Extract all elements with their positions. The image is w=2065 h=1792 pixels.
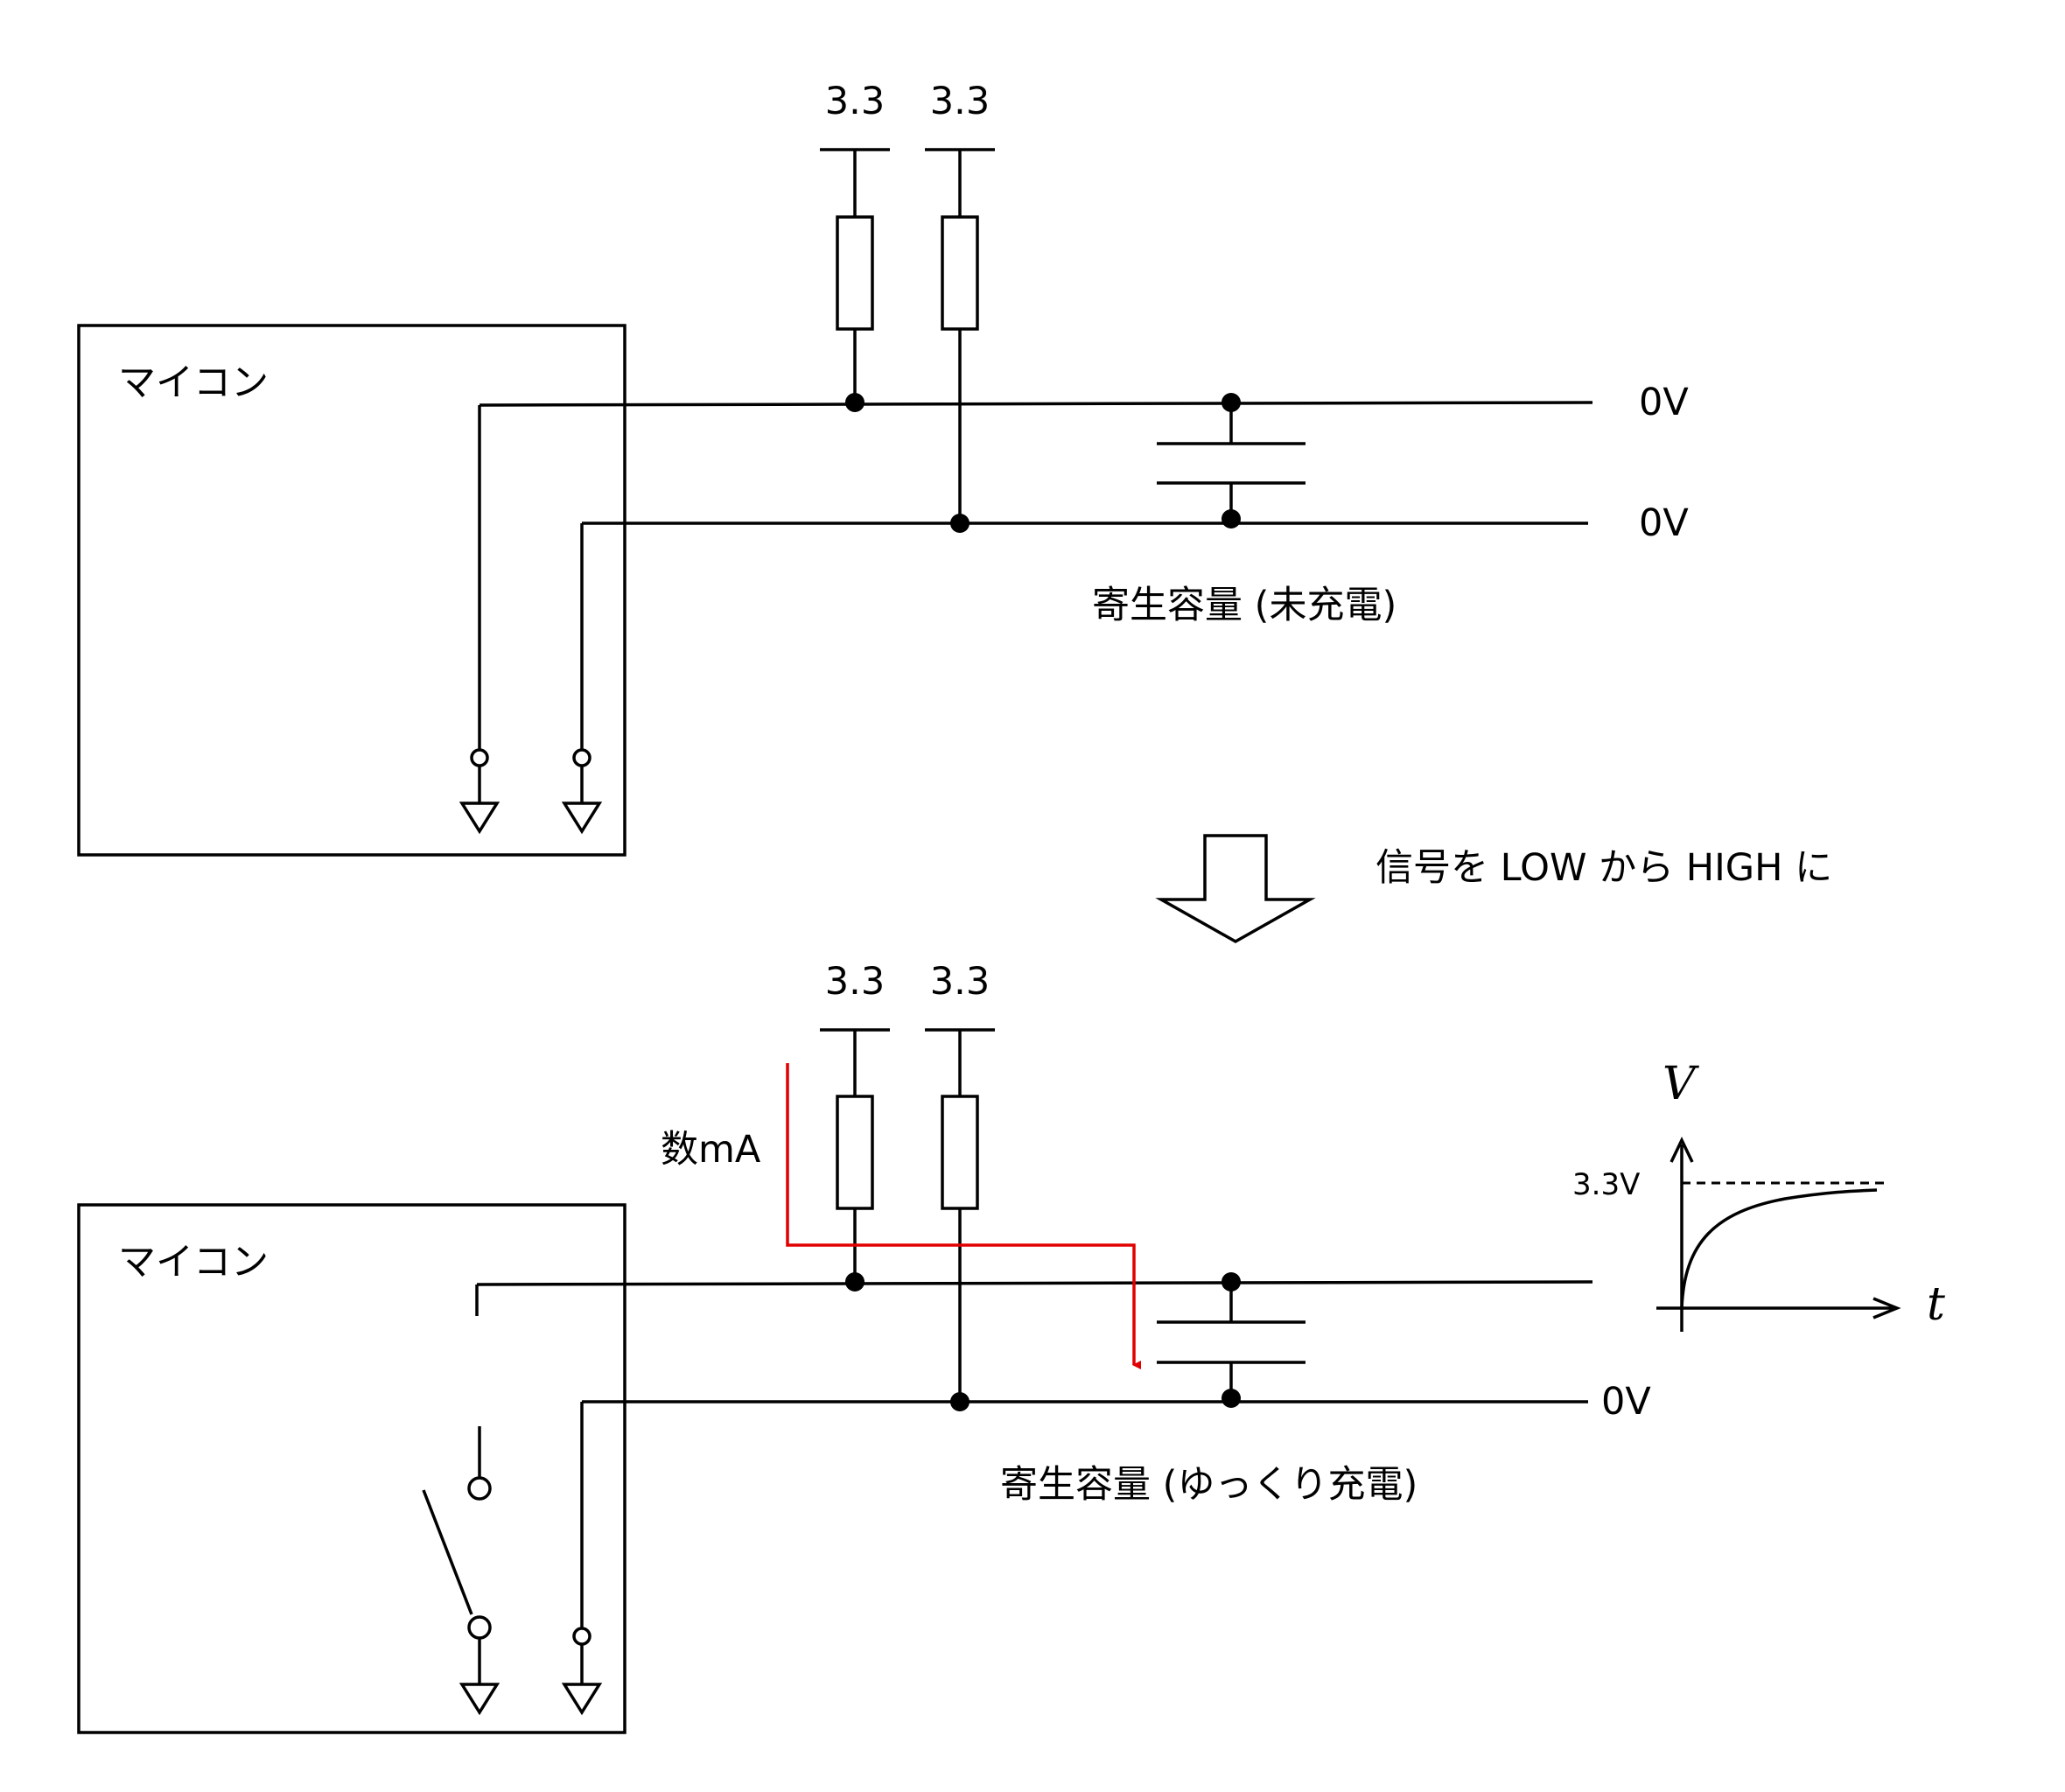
bottom-mcu-box xyxy=(77,1203,626,1734)
top-pin2-terminal xyxy=(572,748,592,767)
bottom-supply-label-left: 3.3 xyxy=(825,960,885,1004)
bottom-junction-2 xyxy=(950,1392,970,1411)
graph-charging-curve xyxy=(1680,1188,1878,1309)
bottom-junction-1 xyxy=(845,1272,864,1292)
top-cap-caption: 寄生容量 (未充電) xyxy=(1092,584,1396,627)
top-pin2-ground-icon xyxy=(561,802,603,835)
top-signal-line-1 xyxy=(479,401,1593,407)
graph-y-arrowhead-icon xyxy=(1670,1136,1694,1163)
bottom-switch-blade xyxy=(422,1489,473,1615)
top-junction-1 xyxy=(845,393,864,412)
top-line1-voltage: 0V xyxy=(1639,381,1689,424)
bottom-signal-line-1 xyxy=(476,1280,1593,1286)
top-mcu-box xyxy=(77,324,626,857)
charging-current-arrow xyxy=(786,1063,1141,1369)
voltage-time-graph: V t 3.3V xyxy=(1572,1058,1945,1332)
bottom-line2-voltage: 0V xyxy=(1601,1380,1651,1424)
graph-y-label: V xyxy=(1662,1058,1699,1110)
graph-x-label: t xyxy=(1927,1278,1945,1331)
bottom-switch-upper-terminal xyxy=(467,1476,492,1501)
bottom-switch-lower-terminal xyxy=(467,1615,492,1640)
top-mcu-label: マイコン xyxy=(118,361,269,405)
bottom-cap-caption: 寄生容量 (ゆっくり充電) xyxy=(1000,1463,1418,1507)
bottom-mcu-label: マイコン xyxy=(118,1241,269,1284)
bottom-resistor-right xyxy=(941,1095,979,1210)
top-pin1-ground-icon xyxy=(458,802,500,835)
bottom-supply-label-right: 3.3 xyxy=(930,960,990,1004)
top-supply-label-left: 3.3 xyxy=(825,80,885,123)
current-label: 数mA xyxy=(661,1128,761,1172)
transition-caption: 信号を LOW から HIGH に xyxy=(1376,846,1832,890)
bottom-pin2-ground-icon xyxy=(561,1683,603,1716)
graph-level-label: 3.3V xyxy=(1572,1167,1640,1202)
top-line2-voltage: 0V xyxy=(1639,501,1689,545)
bottom-circuit: マイコン 3.3 3.3 0V 寄生容量 (ゆっくり充電) xyxy=(77,960,1651,1734)
top-pin1-terminal xyxy=(470,748,489,767)
down-arrow-icon xyxy=(1155,834,1316,944)
top-resistor-right xyxy=(941,215,979,331)
graph-x-arrowhead-icon xyxy=(1872,1297,1901,1320)
bottom-pin2-terminal xyxy=(572,1627,592,1646)
transition: 信号を LOW から HIGH に xyxy=(1155,834,1832,944)
top-supply-label-right: 3.3 xyxy=(930,80,990,123)
bottom-resistor-left xyxy=(836,1095,874,1210)
top-junction-2 xyxy=(950,514,970,533)
top-circuit: マイコン 3.3 3.3 0V 0V 寄生容量 (未充電) xyxy=(77,80,1689,857)
bottom-pin1-ground-icon xyxy=(458,1683,500,1716)
top-resistor-left xyxy=(836,215,874,331)
